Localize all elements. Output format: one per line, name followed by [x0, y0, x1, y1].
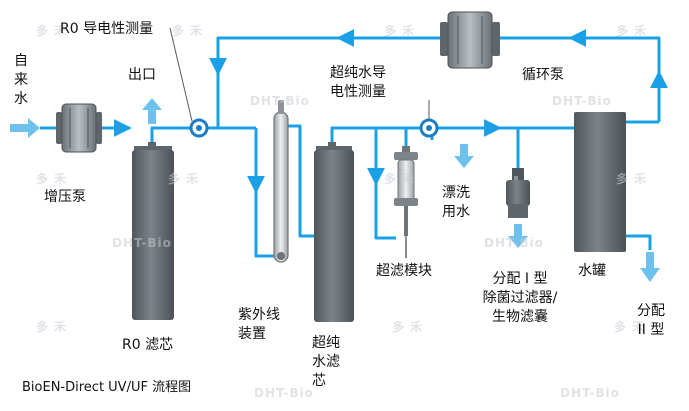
label-ultrapure-filter: 超纯 水滤 芯 [312, 335, 340, 389]
uv-device-icon [273, 100, 289, 263]
watermark: 多 禾 [616, 24, 648, 38]
ultrapure-conductivity-sensor-icon [419, 100, 439, 138]
ro-filter-icon [132, 142, 174, 320]
watermark: 多 禾 [172, 24, 204, 38]
uf-module-icon [394, 146, 418, 258]
pipes [40, 29, 668, 258]
label-tap-water: 自 来 水 [14, 53, 28, 107]
ultrapure-filter-icon [314, 142, 354, 322]
tank-icon [574, 112, 626, 252]
label-ultrapure-conductivity: 超纯水导 电性测量 [330, 65, 386, 100]
pipe-return-loop [500, 36, 661, 122]
label-uv-device: 紫外线 装置 [238, 307, 280, 342]
watermark: DHT-Bio [250, 94, 310, 108]
label-outlet: 出口 [128, 67, 156, 83]
ro-conductivity-sensor-icon [169, 27, 209, 138]
watermark: DHT-Bio [112, 236, 172, 250]
pipe-ro-top [150, 126, 192, 146]
circulation-pump-icon [440, 11, 500, 69]
pipe-uv-top-to-filter [282, 124, 314, 238]
watermark: 多 禾 [36, 172, 68, 186]
watermark: DHT-Bio [560, 386, 620, 400]
label-dispense-type1: 分配 I 型 除菌过滤器/ 生物滤囊 [482, 271, 558, 325]
watermark: 多 禾 [168, 172, 200, 186]
dispense-2-arrow-icon [640, 252, 660, 282]
inlet-arrow-icon [10, 118, 40, 138]
watermark: 多 禾 [614, 320, 646, 334]
watermark: 多 禾 [384, 24, 416, 38]
watermark: 多 禾 [36, 320, 68, 334]
label-ro-filter: R0 滤芯 [122, 337, 174, 353]
watermark: DHT-Bio [552, 94, 612, 108]
label-circulation-pump: 循环泵 [522, 67, 564, 83]
pipe-tank-bottom [626, 234, 652, 250]
caption: BioEN-Direct UV/UF 流程图 [22, 380, 192, 395]
label-dispense-type2: 分配 II 型 [637, 303, 665, 338]
outflow-arrows [10, 98, 660, 282]
pipe-filter-top [330, 126, 376, 146]
watermark: 多 禾 [616, 172, 648, 186]
label-ro-conductivity: R0 导电性测量 [60, 21, 154, 37]
watermark: DHT-Bio [254, 386, 314, 400]
label-uf-module: 超滤模块 [376, 263, 432, 279]
dispense-1-arrow-icon [508, 224, 528, 248]
watermark: 多 禾 [392, 320, 424, 334]
label-tank: 水罐 [578, 263, 606, 279]
rinse-arrow-icon [454, 144, 474, 168]
label-booster-pump: 增压泵 [44, 189, 86, 205]
sterile-filter-icon [506, 168, 530, 218]
pipe-return-loop-2 [209, 36, 440, 76]
watermark: 多 禾 [384, 172, 416, 186]
label-rinse-water: 漂洗 用水 [442, 185, 470, 220]
booster-pump-icon [56, 103, 102, 153]
watermark: 多 禾 [36, 24, 68, 38]
outlet-arrow-icon [142, 98, 162, 124]
watermark: DHT-Bio [484, 236, 544, 250]
